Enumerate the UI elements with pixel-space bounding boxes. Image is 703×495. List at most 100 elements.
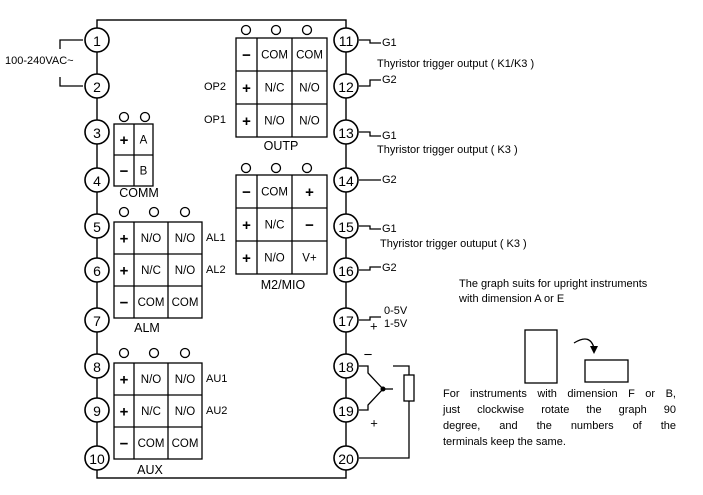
terminal-circle bbox=[84, 73, 110, 99]
rotation-note-word: with bbox=[536, 388, 557, 400]
terminal-number: 7 bbox=[93, 313, 101, 329]
alm-cell: N/O bbox=[141, 233, 162, 245]
alm-cell: N/O bbox=[175, 265, 196, 277]
terminal-number: 15 bbox=[338, 219, 354, 235]
rotation-note-word: the bbox=[661, 420, 676, 432]
label-minus-terminal-18: − bbox=[364, 347, 373, 364]
rotation-note-word: rotate bbox=[541, 404, 569, 416]
terminal-number: 1 bbox=[93, 33, 101, 49]
outp-cell: COM bbox=[296, 50, 323, 62]
rotation-note-word: terminals keep the same. bbox=[443, 436, 566, 448]
aux-cell: N/O bbox=[175, 374, 196, 386]
alm-cell: − bbox=[120, 295, 129, 312]
rotation-note-word: dimension bbox=[567, 388, 617, 400]
terminal-number: 16 bbox=[338, 263, 354, 279]
instrument-housing bbox=[96, 19, 347, 479]
terminal-9: 9 bbox=[84, 397, 110, 423]
terminal-13: 13 bbox=[333, 119, 359, 145]
rotation-note-word: 90 bbox=[664, 404, 676, 416]
comm-screw-dot bbox=[118, 111, 130, 123]
aux-side-label-au1: AU1 bbox=[206, 373, 227, 385]
aux-grid-border bbox=[113, 362, 203, 460]
comm-cell: B bbox=[140, 166, 148, 178]
resistor-symbol bbox=[403, 374, 415, 402]
aux-cell: N/O bbox=[175, 406, 196, 418]
m2mio-cell: V+ bbox=[302, 253, 317, 265]
terminal-number: 20 bbox=[338, 451, 354, 467]
terminal-number: 11 bbox=[339, 33, 354, 49]
alm-side-label-al1: AL1 bbox=[206, 232, 226, 244]
rotation-note-word: the bbox=[586, 404, 601, 416]
m2mio-cell: − bbox=[242, 184, 251, 201]
label-thyristor-k3-a: Thyristor trigger output ( K3 ) bbox=[377, 144, 518, 156]
label-thyristor-k3-b: Thyristor trigger outuput ( K3 ) bbox=[380, 238, 527, 250]
terminal-number: 6 bbox=[93, 263, 101, 279]
sensor-wiring bbox=[359, 365, 410, 459]
terminal-number: 19 bbox=[338, 403, 354, 419]
terminal-number: 8 bbox=[93, 359, 101, 375]
m2mio-cell: − bbox=[305, 217, 314, 234]
terminal-circle bbox=[84, 397, 110, 423]
m2mio-title: M2/MIO bbox=[261, 278, 306, 292]
m2mio-cell: + bbox=[242, 250, 251, 267]
terminal-8: 8 bbox=[84, 353, 110, 379]
aux-title: AUX bbox=[137, 463, 163, 477]
rotation-note-word: of bbox=[633, 420, 643, 432]
outp-cell: N/O bbox=[264, 116, 285, 128]
terminal-1: 1 bbox=[84, 27, 110, 53]
m2mio-cell: N/C bbox=[265, 220, 285, 232]
outp-cell: + bbox=[242, 80, 251, 97]
upright-instrument-outline bbox=[524, 329, 558, 384]
sensor-junction-dot bbox=[380, 386, 386, 392]
power-input-leads bbox=[59, 39, 83, 87]
terminal-17: 17 bbox=[333, 307, 359, 333]
m2mio-screw-dot bbox=[240, 162, 252, 174]
terminal-circle bbox=[84, 167, 110, 193]
alm-grid-border bbox=[113, 221, 203, 319]
terminal-12: 12 bbox=[333, 73, 359, 99]
terminal-16: 16 bbox=[333, 257, 359, 283]
comm-block: +A−B COMM bbox=[113, 111, 159, 200]
terminal-5: 5 bbox=[84, 213, 110, 239]
m2mio-grid-border bbox=[235, 174, 328, 275]
label-g1-terminal-11: G1 bbox=[382, 37, 397, 49]
comm-cell: + bbox=[120, 132, 129, 149]
terminal-number: 5 bbox=[93, 219, 101, 235]
rotation-note-word: instruments bbox=[470, 388, 527, 400]
terminal-circle bbox=[333, 397, 359, 423]
alm-screw-dot bbox=[148, 206, 160, 218]
rotation-note-word: the bbox=[537, 420, 552, 432]
terminal-number: 13 bbox=[338, 125, 354, 141]
terminal-14: 14 bbox=[333, 167, 359, 193]
m2mio-cell: + bbox=[305, 184, 314, 201]
label-plus-terminal-17: + bbox=[370, 319, 378, 334]
m2mio-cell: COM bbox=[261, 187, 288, 199]
terminal-circle bbox=[84, 27, 110, 53]
alm-cell: + bbox=[120, 263, 129, 280]
terminal-number: 3 bbox=[93, 125, 101, 141]
rotation-note-word: For bbox=[443, 388, 460, 400]
terminal-circle bbox=[84, 353, 110, 379]
terminal-number: 14 bbox=[338, 173, 354, 189]
alm-cell: COM bbox=[138, 297, 165, 309]
power-label: 100-240VAC~ bbox=[5, 55, 74, 67]
terminal-18: 18 bbox=[333, 353, 359, 379]
terminal-10: 10 bbox=[84, 445, 110, 471]
alm-cell: + bbox=[120, 231, 129, 248]
terminal-circle bbox=[333, 445, 359, 471]
outp-grid-border bbox=[235, 37, 328, 138]
aux-cell: + bbox=[120, 372, 129, 389]
terminal-number: 4 bbox=[93, 173, 101, 189]
aux-cell: COM bbox=[172, 438, 199, 450]
outp-cell: N/C bbox=[265, 83, 285, 95]
outp-cell: COM bbox=[261, 50, 288, 62]
terminal-circle bbox=[333, 307, 359, 333]
label-g2-terminal-16: G2 bbox=[382, 262, 397, 274]
comm-screw-dot bbox=[139, 111, 151, 123]
rotation-note-word: graph bbox=[619, 404, 647, 416]
label-g1-terminal-15: G1 bbox=[382, 223, 397, 235]
outp-side-label-op2: OP2 bbox=[204, 81, 226, 93]
